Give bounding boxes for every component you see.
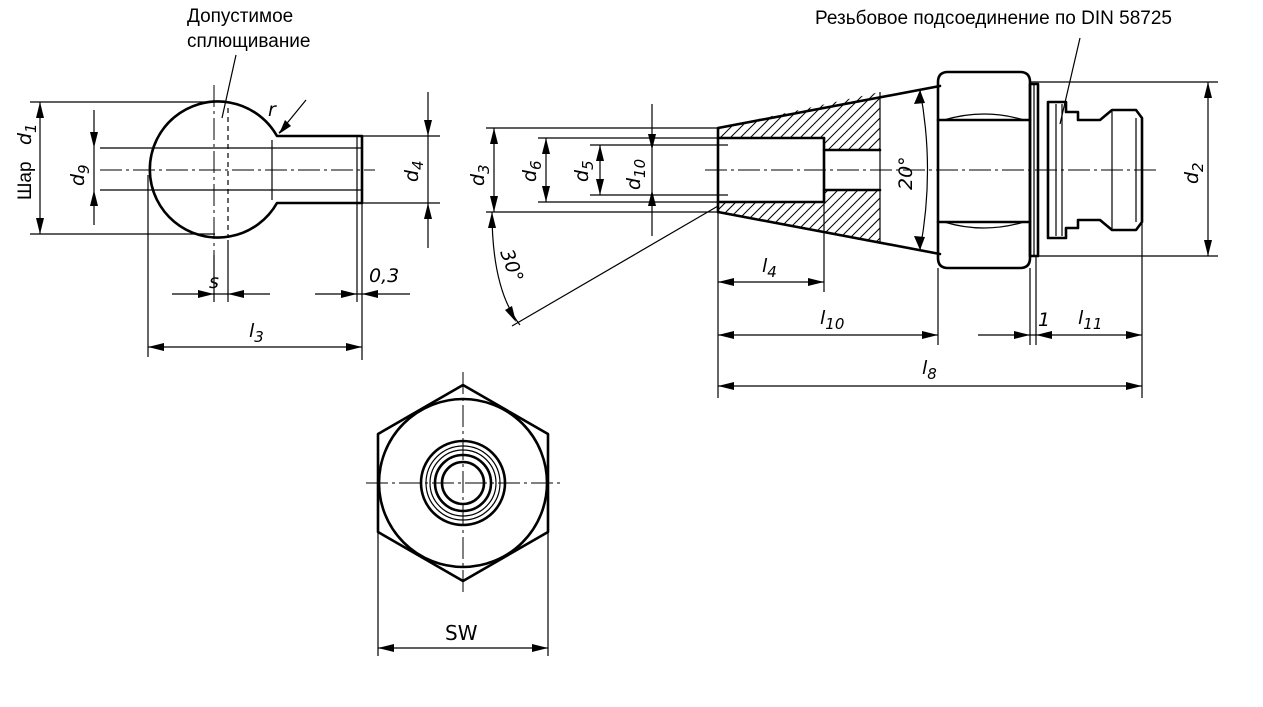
body-section-view: Резьбовое подсоединение по DIN 58725 d3 … [467,8,1218,398]
angle-30-leg [511,205,719,327]
label-l4: l4 [762,255,777,281]
hatch-line [538,90,698,250]
hatch-line [817,92,880,244]
thread-leader [1059,37,1081,125]
label-s: s [209,271,219,293]
label-d9: d9 [67,164,93,186]
note-flattening-line1: Допустимое [187,6,293,27]
angle-20-arc [919,89,929,251]
hatch-line [827,92,880,244]
label-angle-30: 30° [495,246,527,285]
hex-nut-side [936,70,1032,270]
label-d6: d6 [519,160,545,182]
flattening-leader [221,54,237,119]
hatch-line [837,92,880,244]
label-l10: l10 [820,307,844,333]
label-d2: d2 [1181,162,1207,184]
ball-end-view: Допустимое сплющивание Шар d1 d9 d4 r s … [14,6,440,360]
hatch-line [847,92,880,244]
hatch-line [807,92,880,244]
label-d4: d4 [401,160,427,182]
ball-outline [148,100,364,239]
label-l8: l8 [922,357,937,383]
label-d10: d10 [623,159,649,190]
label-d5: d5 [571,160,597,182]
label-sw: SW [445,621,478,645]
label-d3: d3 [467,164,493,186]
label-0-3: 0,3 [369,265,399,287]
hex-end-view: SW [366,372,560,656]
label-l11: l11 [1078,307,1102,333]
label-1: 1 [1038,309,1050,331]
note-flattening-line2: сплющивание [187,31,311,52]
hatch-line [528,90,688,250]
note-ball: Шар [15,161,36,200]
label-angle-20: 20° [895,156,917,190]
label-d1: d1 [14,123,40,145]
note-thread-connection: Резьбовое подсоединение по DIN 58725 [815,8,1172,29]
label-l3: l3 [249,320,264,346]
label-r: r [268,99,277,121]
